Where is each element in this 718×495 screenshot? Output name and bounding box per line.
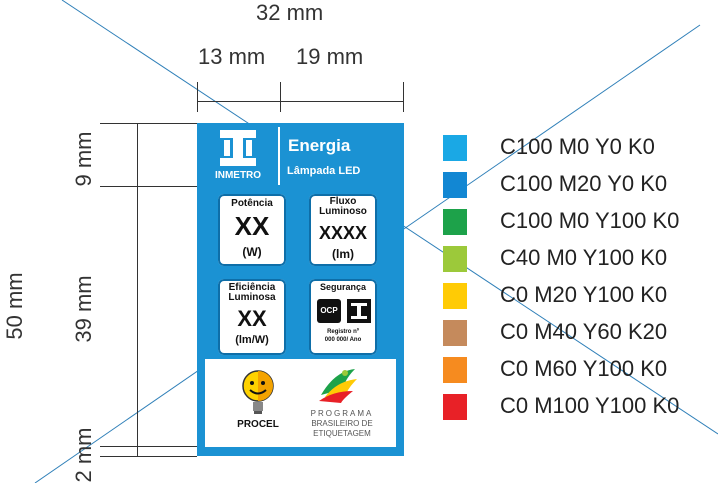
procel-label: PROCEL (237, 419, 279, 430)
cmyk-label: C100 M0 Y100 K0 (500, 208, 680, 233)
seguranca-box: Segurança OCP Registro nº 000 000/ Ano (306, 276, 380, 358)
energy-label: INMETRO Energia Lâmpada LED Potência XX … (197, 123, 404, 456)
left-width-dim: 13 mm (198, 44, 266, 69)
middle-height-dim: 39 mm (71, 275, 96, 343)
fluxo-unit: (lm) (332, 247, 354, 261)
height-tick-9 (100, 186, 197, 187)
color-swatch (443, 209, 467, 235)
fluxo-title-1: Fluxo (329, 196, 357, 207)
width-tick-mid (280, 82, 281, 112)
eficiencia-unit: (lm/W) (235, 334, 269, 346)
cmyk-label: C0 M40 Y60 K20 (500, 319, 668, 344)
seguranca-title: Segurança (319, 282, 367, 292)
bottom-height-dim: 2 mm (71, 427, 96, 483)
programa-line-1: PROGRAMA (310, 409, 374, 418)
procel-mascot-icon (242, 370, 274, 414)
registro-line-2: 000 000/ Ano (324, 337, 362, 343)
inmetro-logo-box: INMETRO (200, 126, 276, 186)
color-swatch (443, 320, 467, 346)
eficiencia-title-1: Eficiência (228, 282, 276, 293)
total-width-dim: 32 mm (256, 0, 324, 25)
programa-logo-icon (319, 369, 357, 403)
fluxo-box: Fluxo Luminoso XXXX (lm) (306, 191, 380, 269)
color-swatch (443, 357, 467, 383)
cmyk-label: C0 M60 Y100 K0 (500, 356, 668, 381)
height-tick-39 (100, 446, 197, 447)
potencia-box: Potência XX (W) (215, 191, 289, 269)
width-tick-left (197, 82, 198, 112)
height-tick-top (100, 123, 197, 124)
cmyk-label: C0 M100 Y100 K0 (500, 393, 680, 418)
width-tick-right (403, 82, 404, 112)
fluxo-value: XXXX (318, 223, 368, 243)
label-title: Energia (288, 136, 351, 155)
height-tick-bottom (100, 456, 197, 457)
fluxo-title-2: Luminoso (319, 206, 367, 217)
programa-line-3: ETIQUETAGEM (313, 429, 371, 438)
total-height-dim: 50 mm (2, 272, 27, 340)
programa-line-2: BRASILEIRO DE (311, 419, 373, 428)
right-width-dim: 19 mm (296, 44, 364, 69)
cmyk-label: C100 M20 Y0 K0 (500, 171, 668, 196)
cmyk-label: C100 M0 Y0 K0 (500, 134, 655, 159)
color-swatch (443, 246, 467, 272)
cmyk-label: C40 M0 Y100 K0 (500, 245, 668, 270)
potencia-unit: (W) (242, 245, 262, 259)
top-height-dim: 9 mm (71, 131, 96, 187)
ocp-text: OCP (320, 306, 338, 315)
color-swatch (443, 135, 467, 161)
potencia-title: Potência (231, 198, 273, 209)
label-subtitle: Lâmpada LED (287, 165, 361, 177)
registro-line-1: Registro nº (327, 329, 359, 335)
height-dim-line (137, 123, 138, 456)
color-swatch (443, 283, 467, 309)
cmyk-label: C0 M20 Y100 K0 (500, 282, 668, 307)
inmetro-small-icon (347, 299, 371, 323)
inmetro-brand: INMETRO (214, 170, 262, 181)
color-swatch (443, 394, 467, 420)
eficiencia-value: XX (237, 306, 267, 331)
color-swatch (443, 172, 467, 198)
width-dim-line (197, 101, 404, 102)
inmetro-icon (220, 130, 256, 166)
label-bottom-panel: PROCEL PROGRAMA BRASILEIRO DE ETIQUETAGE… (205, 359, 396, 447)
label-divider (278, 127, 280, 185)
eficiencia-title-2: Luminosa (228, 292, 276, 303)
ocp-badge: OCP (317, 299, 341, 323)
potencia-value: XX (234, 211, 270, 241)
eficiencia-box: Eficiência Luminosa XX (lm/W) (215, 276, 289, 358)
